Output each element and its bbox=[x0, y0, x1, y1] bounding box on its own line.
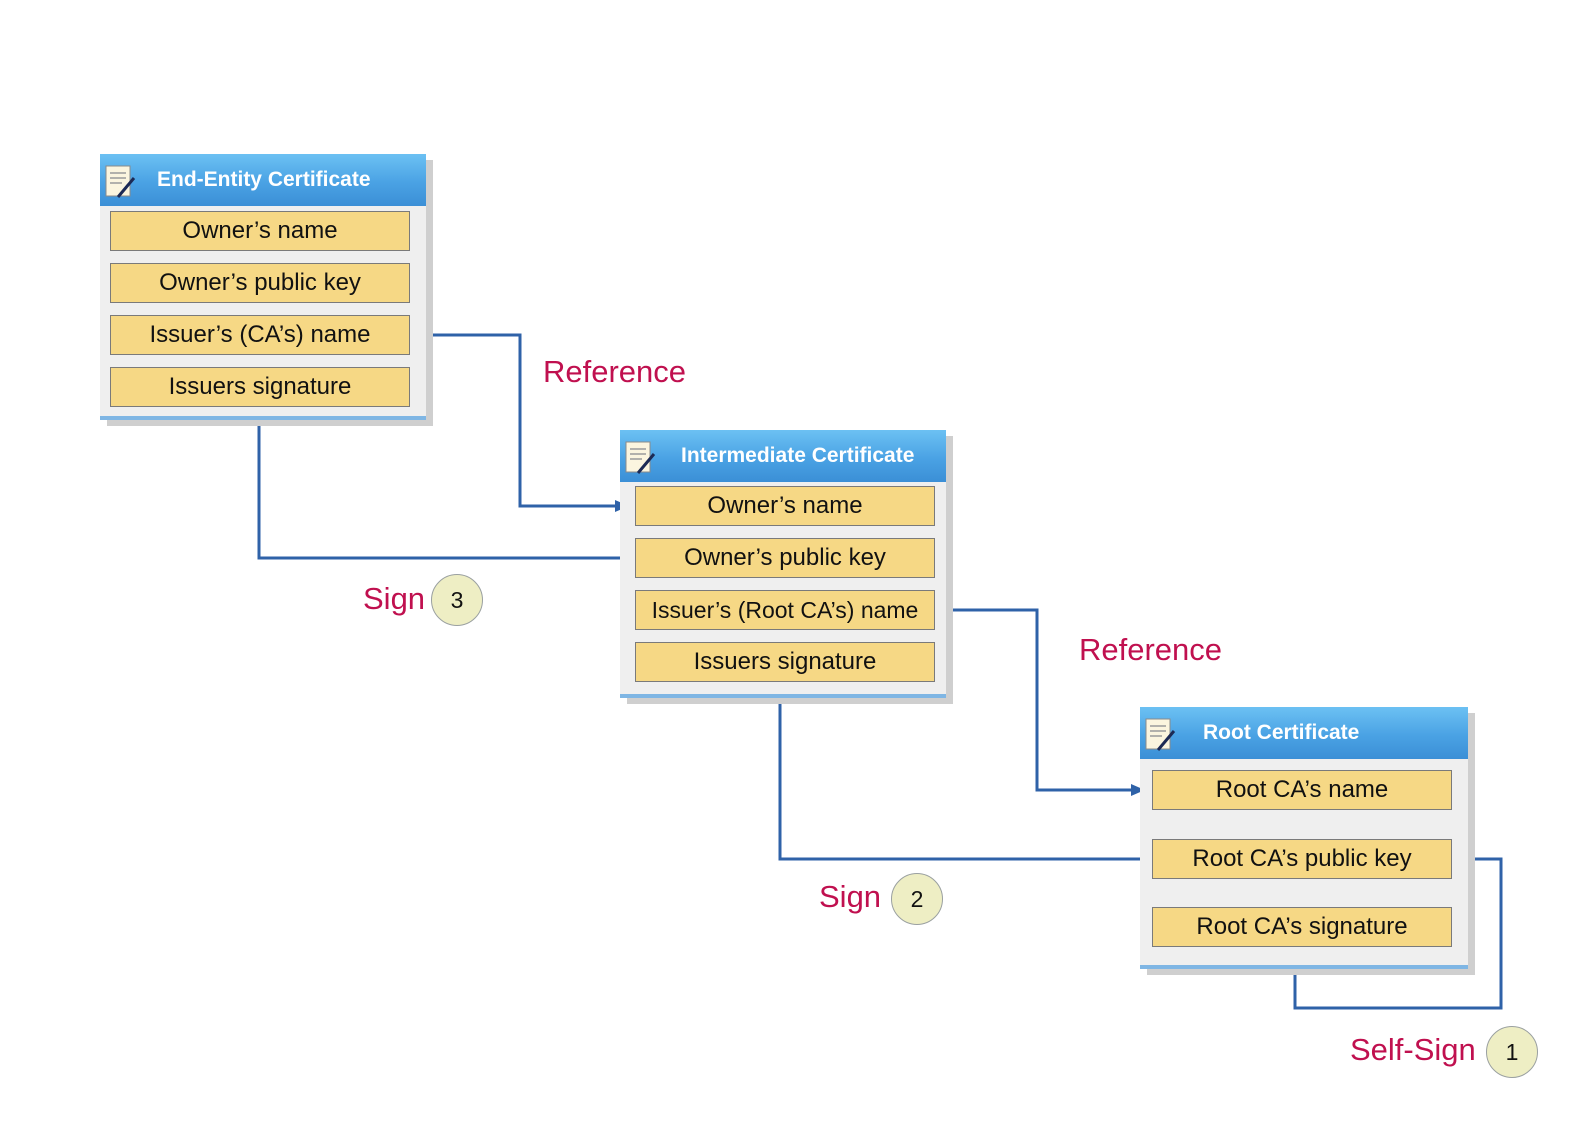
step-badge-3: 3 bbox=[431, 574, 483, 626]
issuer-name-field: Issuer’s (CA’s) name bbox=[110, 315, 410, 355]
sign-arrow-3 bbox=[253, 411, 631, 560]
certificate-icon bbox=[625, 441, 656, 474]
sign-label-2: Sign bbox=[819, 879, 882, 914]
owner-name-field: Owner’s name bbox=[635, 486, 935, 526]
self-sign-arrow bbox=[1289, 857, 1503, 1010]
reference-label-1: Reference bbox=[543, 354, 687, 389]
owner-name-field: Owner’s name bbox=[110, 211, 410, 251]
owner-public-key-field: Owner’s public key bbox=[635, 538, 935, 578]
self-sign-label: Self-Sign bbox=[1350, 1032, 1476, 1067]
root-ca-public-key-field: Root CA’s public key bbox=[1152, 839, 1452, 879]
certificate-title: End-Entity Certificate bbox=[157, 168, 371, 191]
issuer-signature-field: Issuers signature bbox=[635, 642, 935, 682]
certificate-title: Root Certificate bbox=[1203, 721, 1360, 744]
step-badge-2: 2 bbox=[891, 873, 943, 925]
certificate-icon bbox=[105, 165, 136, 198]
root-ca-signature-field: Root CA’s signature bbox=[1152, 907, 1452, 947]
root-certificate: Root Certificate Root CA’s name Root CA’… bbox=[1140, 707, 1468, 969]
reference-arrow-1 bbox=[401, 333, 629, 512]
root-ca-name-field: Root CA’s name bbox=[1152, 770, 1452, 810]
certificate-header: End-Entity Certificate bbox=[100, 154, 426, 206]
reference-label-2: Reference bbox=[1079, 632, 1223, 667]
reference-arrow-2 bbox=[924, 608, 1145, 796]
issuer-signature-field: Issuers signature bbox=[110, 367, 410, 407]
certificate-title: Intermediate Certificate bbox=[681, 444, 915, 467]
sign-arrow-2 bbox=[774, 683, 1146, 861]
sign-label-3: Sign bbox=[363, 581, 426, 616]
intermediate-certificate: Intermediate Certificate Owner’s name Ow… bbox=[620, 430, 946, 698]
issuer-name-field: Issuer’s (Root CA’s) name bbox=[635, 590, 935, 630]
certificate-icon bbox=[1145, 718, 1176, 751]
certificate-header: Root Certificate bbox=[1140, 707, 1468, 759]
owner-public-key-field: Owner’s public key bbox=[110, 263, 410, 303]
step-badge-1: 1 bbox=[1486, 1026, 1538, 1078]
end-entity-certificate: End-Entity Certificate Owner’s name Owne… bbox=[100, 154, 426, 420]
certificate-header: Intermediate Certificate bbox=[620, 430, 946, 482]
